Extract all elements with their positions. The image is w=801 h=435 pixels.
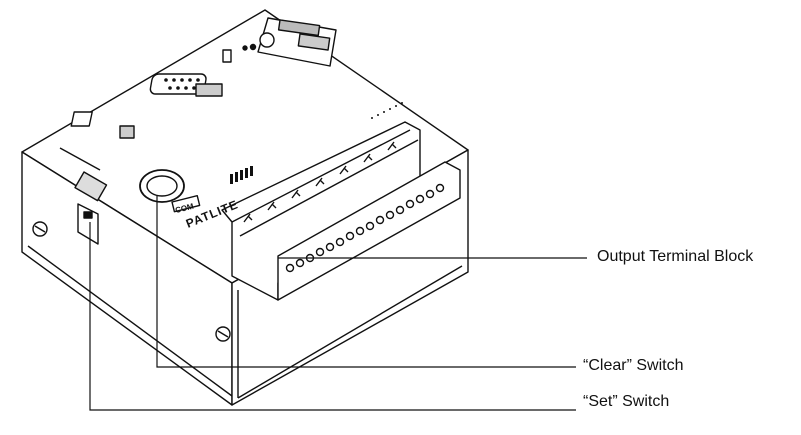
set-switch-slot (77, 203, 99, 245)
terminal-label-icons (243, 141, 397, 223)
clear-switch-button (139, 169, 201, 213)
terminal-holes (285, 183, 445, 273)
side-label (74, 171, 108, 202)
set-switch-label: “Set” Switch (583, 393, 670, 410)
com-button-text: COM (174, 202, 195, 215)
output-terminal-block (221, 102, 461, 301)
mounting-screw-right (215, 326, 231, 342)
clear-switch-leader (156, 196, 576, 368)
mounting-screw-left (32, 221, 48, 237)
output-terminal-block-label: Output Terminal Block (597, 248, 754, 265)
brand-band (230, 166, 253, 184)
clear-switch-label: “Clear” Switch (583, 357, 684, 374)
set-switch-leader (89, 222, 576, 411)
dsub-connector (149, 73, 223, 97)
top-label-panel (222, 17, 337, 67)
indicator-window (70, 111, 135, 139)
